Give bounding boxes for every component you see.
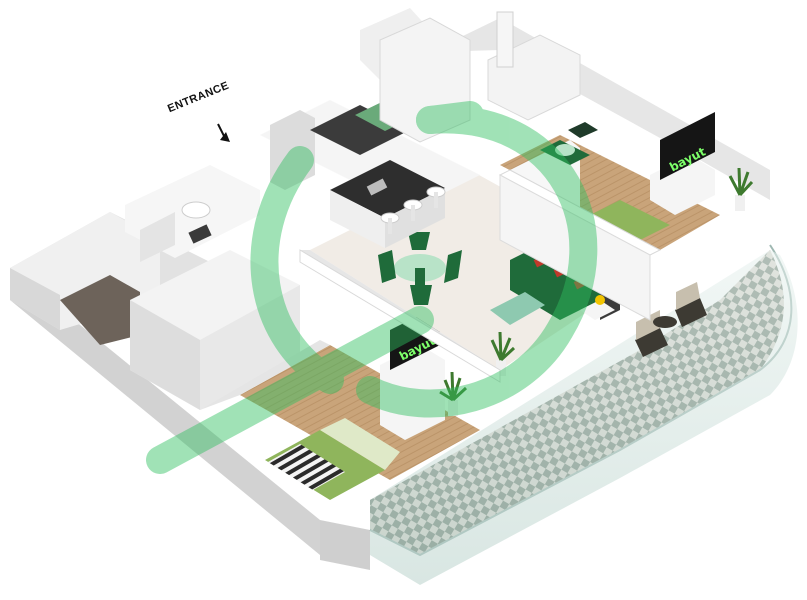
- bar-stool-icon: [380, 212, 400, 234]
- interior-walls: [299, 11, 662, 383]
- balcony-chair-icon: [635, 310, 668, 357]
- plant-icon: [728, 167, 754, 211]
- plant-icon: [439, 371, 468, 416]
- bathroom-block: [10, 165, 300, 410]
- dining-chair-icon: [408, 232, 430, 250]
- balcony: [369, 244, 798, 585]
- bar-stool-icon: [426, 186, 446, 208]
- balcony-chair-icon: [675, 282, 707, 327]
- plant-icon: [490, 331, 516, 376]
- bedroom-back: bayut: [500, 112, 754, 250]
- bayut-watermark-logo: [146, 101, 598, 474]
- bar-stool-icon: [403, 199, 423, 221]
- arrow-down-icon: [217, 123, 230, 142]
- dining-chair-icon: [410, 285, 432, 305]
- kitchen: [260, 98, 480, 248]
- dining-chair-icon: [444, 250, 462, 283]
- dining-chair-icon: [378, 250, 396, 283]
- balcony-table: [653, 316, 677, 328]
